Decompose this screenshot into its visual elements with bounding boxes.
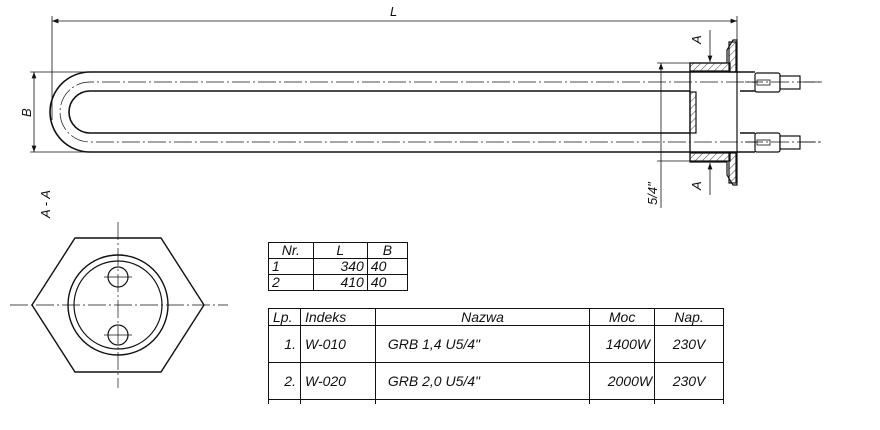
cell-nazwa: GRB 1,4 U5/4" [374,325,591,363]
table-row: 2. W-020 GRB 2,0 U5/4" 2000W 230V [268,362,724,400]
cell-nap: 230V [654,362,724,400]
cell-moc: 1400W [589,325,656,363]
header-lp: Lp. [268,308,301,326]
header-indeks: Indeks [299,308,376,326]
cell-nap: 230V [654,325,724,363]
cell-indeks: W-010 [299,325,376,363]
length-dimension: L [51,4,738,120]
section-marks: A A [689,30,713,195]
dimension-table: Nr. L B 1 340 40 2 410 40 [268,242,409,291]
section-mark-top: A [689,35,704,45]
header-nr: Nr. [268,242,314,259]
cell-b: 40 [366,258,409,275]
header-b: B [366,242,409,259]
section-title: A - A [38,190,53,219]
cell-lp: 2. [268,362,301,400]
cell-l: 410 [312,274,368,291]
thread-dimension: 5/4" [645,62,690,208]
table-tail [268,399,724,404]
cell-indeks: W-020 [299,362,376,400]
cell-moc: 2000W [589,362,656,400]
header-nazwa: Nazwa [374,308,591,326]
length-label: L [390,4,397,19]
table-row: 1 340 40 [268,258,409,275]
table-row: 2 410 40 [268,274,409,291]
flange-sleeve [689,39,738,186]
header-nap: Nap. [654,308,724,326]
cell-nr: 1 [268,258,314,275]
terminals [745,72,822,153]
section-mark-bottom: A [689,181,704,191]
header-l: L [312,242,368,259]
thread-label: 5/4" [645,181,660,205]
cell-l: 340 [312,258,368,275]
table-header-row: Nr. L B [268,242,409,259]
u-shaped-heating-tube [49,71,822,153]
cell-nr: 2 [268,274,314,291]
width-label: B [19,108,34,117]
table-header-row: Lp. Indeks Nazwa Moc Nap. [268,308,724,326]
section-view-hexagon [10,222,228,388]
table-row: 1. W-010 GRB 1,4 U5/4" 1400W 230V [268,325,724,363]
cell-nazwa: GRB 2,0 U5/4" [374,362,591,400]
header-moc: Moc [589,308,656,326]
cell-b: 40 [366,274,409,291]
width-dimension: B [19,71,90,153]
cell-lp: 1. [268,325,301,363]
product-table: Lp. Indeks Nazwa Moc Nap. 1. W-010 GRB 1… [268,308,724,404]
